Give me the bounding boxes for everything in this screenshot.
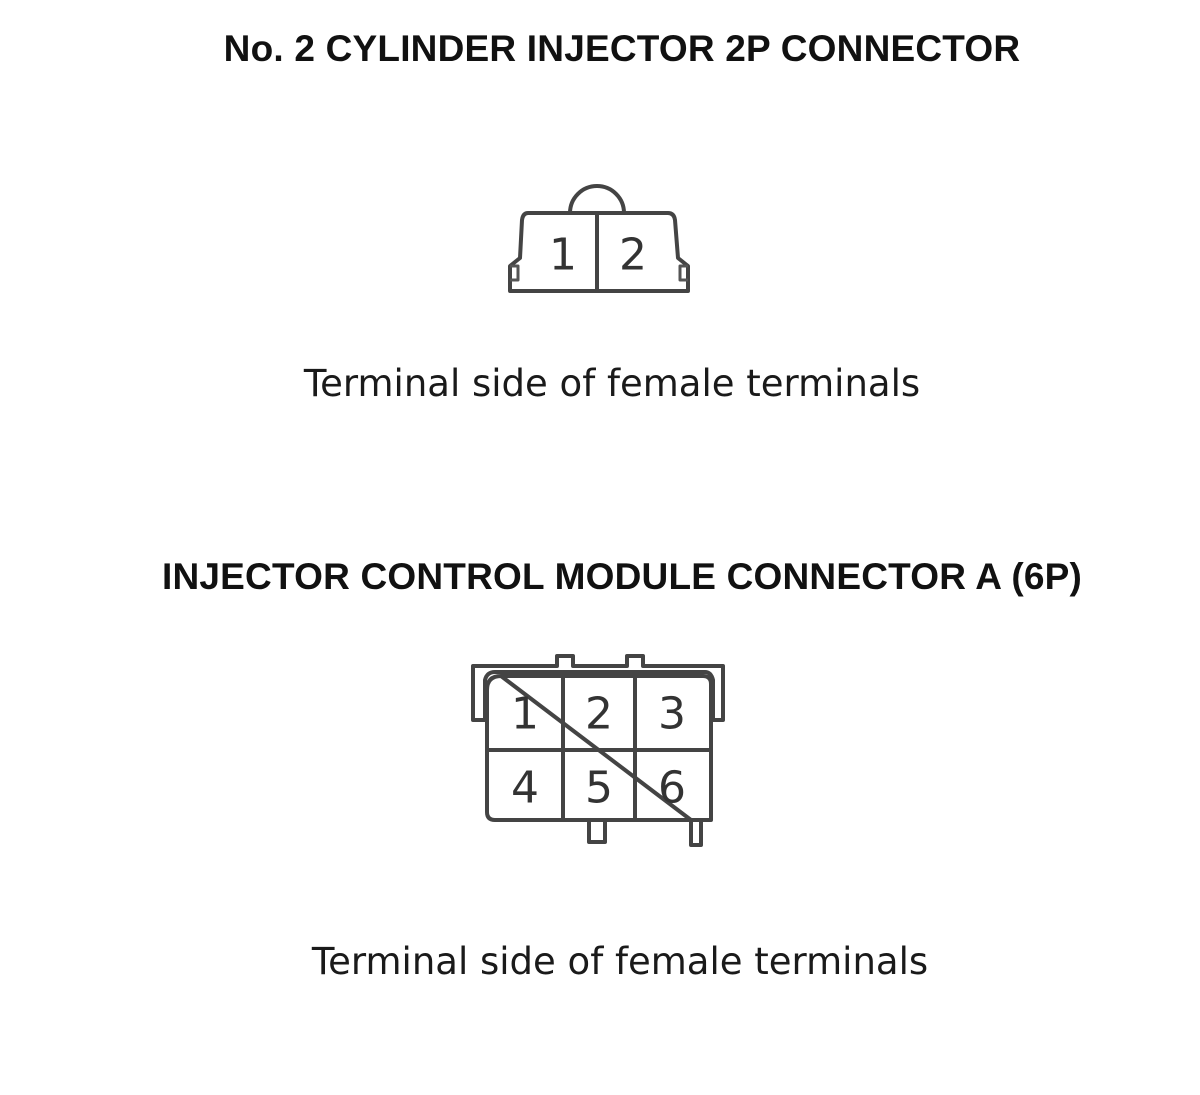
- connector-2p-right-tab: [678, 264, 688, 282]
- connector-6p-pin-6: 6: [658, 763, 686, 814]
- connector-2p-caption: Terminal side of female terminals: [303, 362, 921, 405]
- connector-2p-title: No. 2 CYLINDER INJECTOR 2P CONNECTOR: [223, 28, 1021, 69]
- connector-2p-diagram: 1 2: [508, 184, 690, 293]
- connector-2p-housing: [508, 211, 690, 293]
- connector-2p-latch: [568, 184, 626, 215]
- connector-6p-title: INJECTOR CONTROL MODULE CONNECTOR A (6P): [161, 556, 1083, 597]
- connector-6p-bottom-key: [587, 818, 607, 844]
- connector-6p-pin-3: 3: [658, 689, 686, 740]
- connector-2p-pin-1: 1: [549, 230, 577, 281]
- connector-2p-pin-2: 2: [619, 230, 647, 281]
- connector-6p-shroud: [471, 654, 725, 722]
- connector-6p-caption: Terminal side of female terminals: [311, 940, 929, 983]
- connector-6p-diagram: 1 2 3 4 5 6: [471, 654, 725, 847]
- connector-6p-pin-2: 2: [585, 689, 613, 740]
- connector-2p-left-tab: [510, 264, 520, 282]
- connector-6p-pin-4: 4: [511, 763, 539, 814]
- connector-6p-pin-5: 5: [585, 763, 613, 814]
- connector-6p-pin-1: 1: [511, 689, 539, 740]
